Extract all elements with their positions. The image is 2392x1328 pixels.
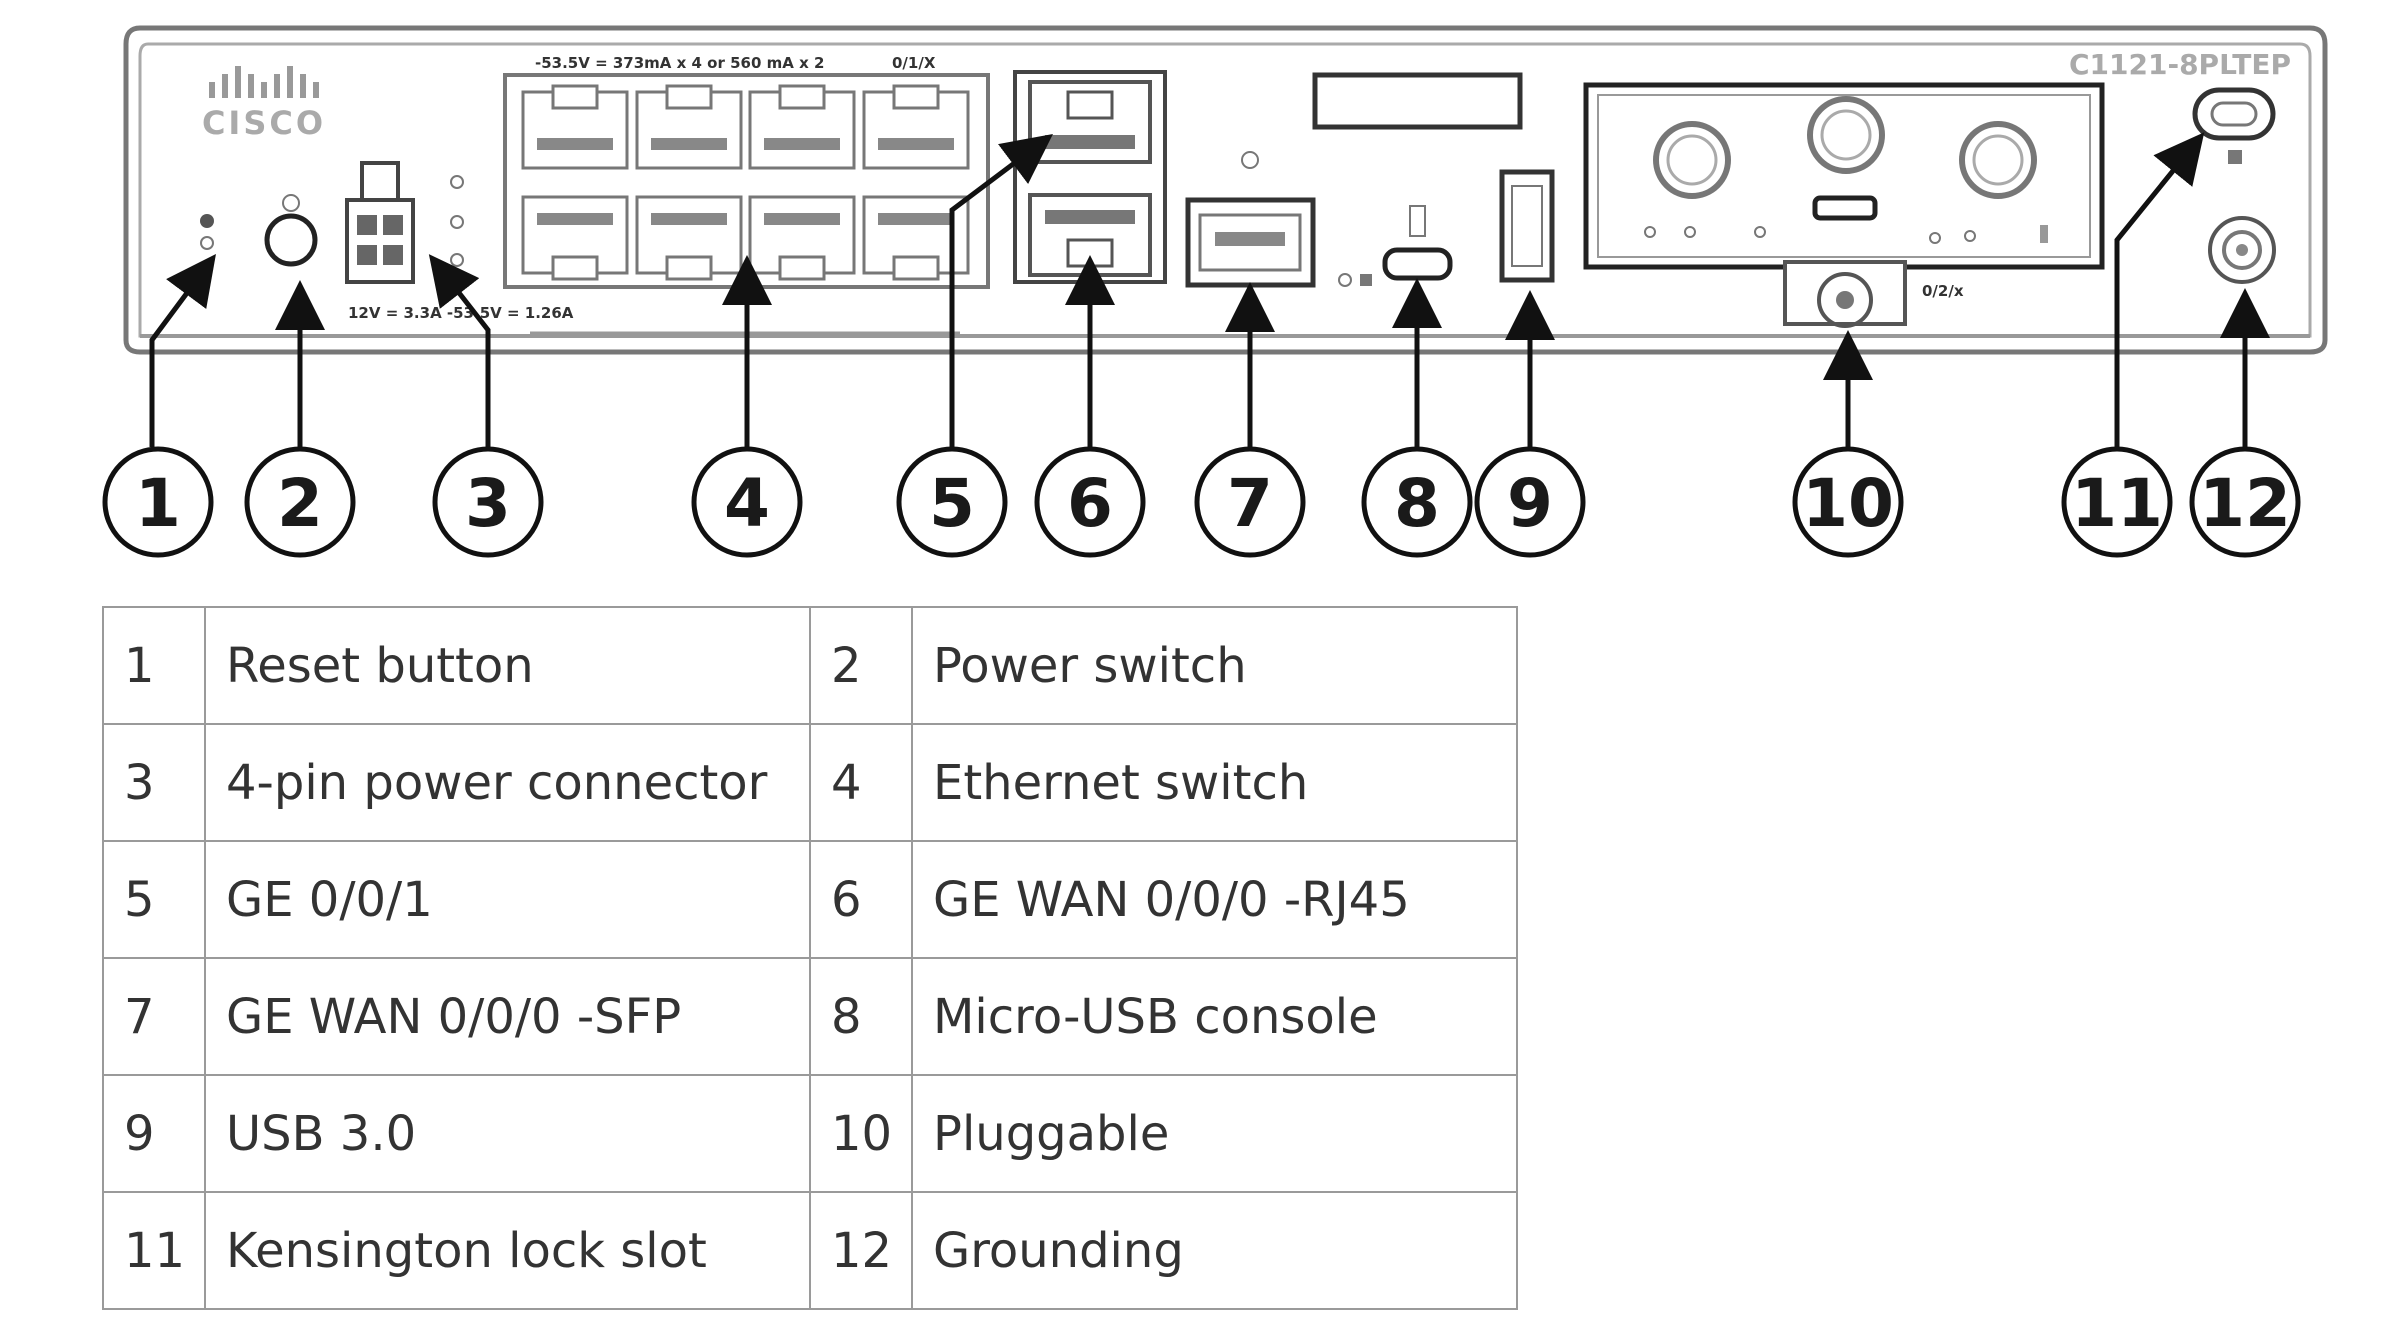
legend-number: 6 (809, 840, 913, 959)
legend-number: 9 (102, 1074, 206, 1193)
ethernet-port[interactable] (862, 84, 970, 170)
legend-number: 8 (809, 957, 913, 1076)
ge-wan-sfp-port[interactable] (1185, 151, 1316, 288)
callout-number: 5 (929, 465, 975, 542)
port-group-label: 0/1/X (892, 54, 936, 72)
legend-label: 4-pin power connector (204, 723, 811, 842)
legend-number: 1 (102, 606, 206, 725)
callout-7: 7 (1194, 446, 1306, 558)
legend-number: 7 (102, 957, 206, 1076)
kensington-lock-slot[interactable] (2192, 87, 2276, 164)
router-front-panel-diagram: CISCO C1121-8PLTEP 12V = 3.3A -53.5V = 1… (102, 25, 2328, 558)
callout-number: 9 (1507, 465, 1553, 542)
ethernet-port[interactable] (635, 195, 743, 281)
ethernet-port[interactable] (748, 84, 856, 170)
callout-9: 9 (1474, 446, 1586, 558)
arrow-11 (2114, 132, 2205, 447)
callout-number: 1 (135, 465, 181, 542)
legend-label: Ethernet switch (911, 723, 1518, 842)
arrow-5 (949, 133, 1053, 447)
power-switch[interactable] (264, 194, 318, 267)
legend-label: Power switch (911, 606, 1518, 725)
callout-number: 10 (1802, 465, 1894, 542)
callout-5: 5 (896, 446, 1008, 558)
legend-label: USB 3.0 (204, 1074, 811, 1193)
pluggable-module: 0/2/x (1583, 82, 2105, 328)
callout-number: 3 (465, 465, 511, 542)
legend-number: 12 (809, 1191, 913, 1310)
poe-rating-label: -53.5V = 373mA x 4 or 560 mA x 2 (535, 54, 824, 72)
callout-number: 6 (1067, 465, 1113, 542)
ethernet-port[interactable] (521, 195, 629, 281)
callout-number: 7 (1227, 465, 1273, 542)
callout-2: 2 (244, 446, 356, 558)
legend-number: 5 (102, 840, 206, 959)
power-rating-label: 12V = 3.3A -53.5V = 1.26A (348, 304, 574, 322)
ethernet-port[interactable] (748, 195, 856, 281)
callout-3: 3 (432, 446, 544, 558)
legend-number: 4 (809, 723, 913, 842)
callout-10: 10 (1792, 446, 1904, 558)
usb-3-port[interactable] (1499, 169, 1555, 283)
callout-number: 4 (724, 465, 770, 542)
legend-number: 10 (809, 1074, 913, 1193)
label-slot (1312, 72, 1523, 130)
ethernet-port[interactable] (521, 84, 629, 170)
legend-label: GE WAN 0/0/0 -RJ45 (911, 840, 1518, 959)
callout-11: 11 (2061, 446, 2173, 558)
callout-number: 2 (277, 465, 323, 542)
legend-label: GE WAN 0/0/0 -SFP (204, 957, 811, 1076)
legend-label: Reset button (204, 606, 811, 725)
callout-8: 8 (1361, 446, 1473, 558)
arrow-3 (428, 254, 491, 447)
grounding-point (2208, 216, 2276, 284)
callout-number: 12 (2199, 465, 2291, 542)
model-label: C1121-8PLTEP (2069, 48, 2291, 81)
legend-number: 2 (809, 606, 913, 725)
cisco-logo: CISCO (202, 66, 326, 142)
pluggable-slot-label: 0/2/x (1922, 282, 1964, 300)
legend-label: Pluggable (911, 1074, 1518, 1193)
callout-4: 4 (691, 446, 803, 558)
legend-label: Kensington lock slot (204, 1191, 811, 1310)
legend-label: Grounding (911, 1191, 1518, 1310)
legend-label: Micro-USB console (911, 957, 1518, 1076)
callout-1: 1 (102, 446, 214, 558)
ge-ports-stack (1013, 70, 1167, 284)
reset-button[interactable] (200, 214, 214, 250)
callout-arrows (149, 132, 2270, 447)
legend-label: GE 0/0/1 (204, 840, 811, 959)
legend-number: 11 (102, 1191, 206, 1310)
callout-number: 8 (1394, 465, 1440, 542)
callout-6: 6 (1034, 446, 1146, 558)
legend-number: 3 (102, 723, 206, 842)
arrow-1 (149, 253, 216, 447)
ethernet-port[interactable] (635, 84, 743, 170)
power-connector-4pin: 12V = 3.3A -53.5V = 1.26A (345, 161, 574, 322)
callout-12: 12 (2189, 446, 2301, 558)
micro-usb-console-port[interactable] (1338, 205, 1453, 287)
callout-number: 11 (2071, 465, 2163, 542)
cisco-wordmark: CISCO (202, 104, 326, 142)
ethernet-switch-ports: -53.5V = 373mA x 4 or 560 mA x 2 0/1/X (503, 54, 990, 335)
